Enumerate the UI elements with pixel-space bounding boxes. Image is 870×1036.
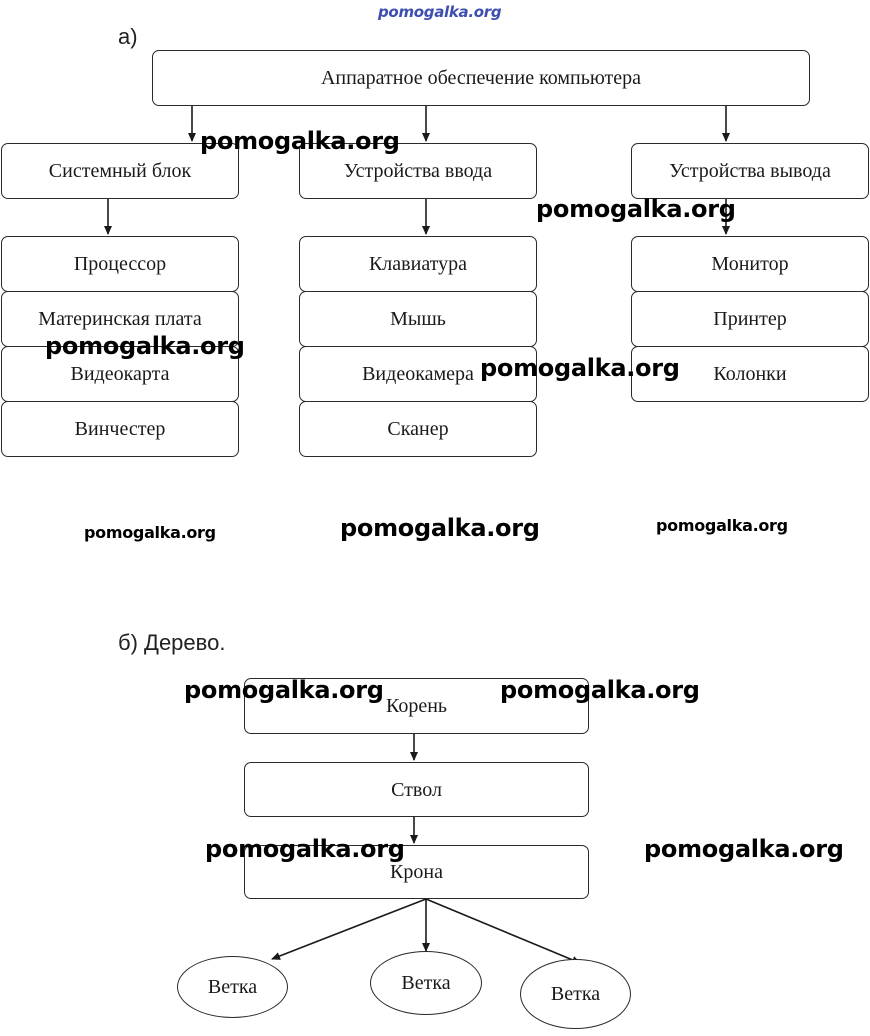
watermark: pomogalka.org [480, 354, 680, 382]
item-video-card: Видеокарта [1, 346, 239, 402]
item-speakers: Колонки [631, 346, 869, 402]
item-hard-drive: Винчестер [1, 401, 239, 457]
item-monitor: Монитор [631, 236, 869, 292]
watermark: pomogalka.org [184, 676, 384, 704]
watermark: pomogalka.org [205, 835, 405, 863]
node-trunk: Ствол [244, 762, 589, 817]
node-branch-2: Ветка [370, 951, 482, 1015]
node-input-devices: Устройства ввода [299, 143, 537, 199]
watermark: pomogalka.org [340, 514, 540, 542]
node-output-devices: Устройства вывода [631, 143, 869, 199]
watermark: pomogalka.org [656, 516, 788, 535]
item-printer: Принтер [631, 291, 869, 347]
arrow-crown-to-branch-1 [271, 898, 427, 960]
node-branch-1: Ветка [177, 956, 288, 1018]
node-system-unit: Системный блок [1, 143, 239, 199]
item-motherboard: Материнская плата [1, 291, 239, 347]
watermark: pomogalka.org [84, 523, 216, 542]
watermark: pomogalka.org [500, 676, 700, 704]
site-header-watermark: pomogalka.org [378, 3, 502, 21]
watermark: pomogalka.org [45, 332, 245, 360]
part-b-label: б) Дерево. [118, 630, 226, 655]
item-scanner: Сканер [299, 401, 537, 457]
watermark: pomogalka.org [644, 835, 844, 863]
watermark: pomogalka.org [200, 127, 400, 155]
watermark: pomogalka.org [536, 195, 736, 223]
item-cpu: Процессор [1, 236, 239, 292]
part-a-label: а) [118, 24, 138, 49]
node-crown: Крона [244, 845, 589, 899]
item-keyboard: Клавиатура [299, 236, 537, 292]
node-root: Корень [244, 678, 589, 734]
node-branch-3: Ветка [520, 959, 631, 1029]
item-mouse: Мышь [299, 291, 537, 347]
root-node-hardware: Аппаратное обеспечение компьютера [152, 50, 810, 106]
arrow-crown-to-branch-3 [425, 898, 581, 964]
